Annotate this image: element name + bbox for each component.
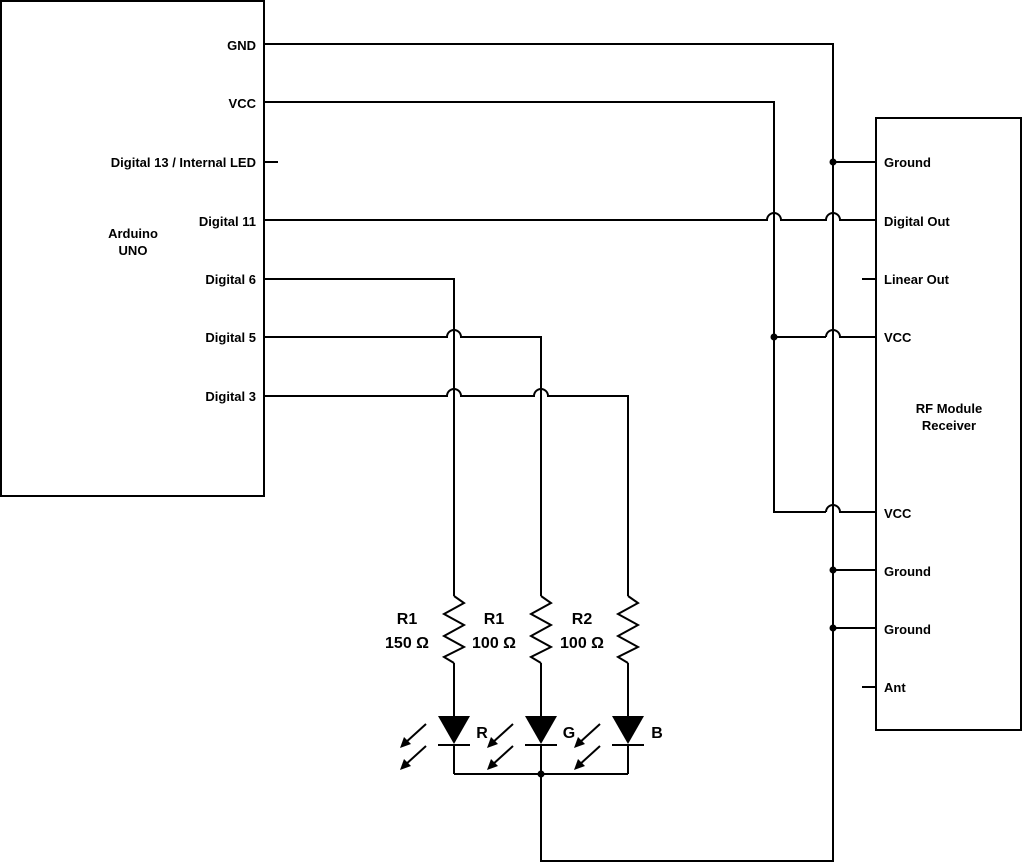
rf-pin-ground3: Ground xyxy=(884,622,931,637)
rf-pin-linear-out: Linear Out xyxy=(884,272,950,287)
led-label-b: B xyxy=(651,725,663,742)
arduino-pin-d3: Digital 3 xyxy=(205,389,256,404)
arduino-uno-box xyxy=(0,0,265,497)
rf-pin-vcc1: VCC xyxy=(884,330,912,345)
resistor-3-value: 100 Ω xyxy=(560,635,604,652)
arduino-pin-gnd: GND xyxy=(227,38,256,53)
wire-d11 xyxy=(264,212,876,221)
resistor-2-value: 100 Ω xyxy=(472,635,516,652)
rf-pin-ant: Ant xyxy=(884,680,906,695)
led-label-g: G xyxy=(563,725,575,742)
arduino-pin-d11: Digital 11 xyxy=(199,214,256,229)
arduino-name-line2: UNO xyxy=(119,243,148,258)
resistor-r1-100 xyxy=(528,595,554,664)
junction-ground3 xyxy=(829,624,837,632)
resistor-r2-100 xyxy=(615,595,641,664)
wire-d3 xyxy=(264,388,629,596)
wire-d5 xyxy=(264,329,542,596)
rf-pin-ground1: Ground xyxy=(884,155,931,170)
resistor-1-name: R1 xyxy=(397,611,418,628)
rf-pin-digital-out: Digital Out xyxy=(884,214,950,229)
led-green xyxy=(487,716,557,774)
wire-d6 xyxy=(264,278,455,596)
led-red xyxy=(400,716,470,774)
junction-led-common xyxy=(537,770,545,778)
arduino-pin-d6: Digital 6 xyxy=(205,272,256,287)
arduino-name-line1: Arduino xyxy=(108,226,158,241)
arduino-pin-d13: Digital 13 / Internal LED xyxy=(111,155,256,170)
arduino-pin-d5: Digital 5 xyxy=(205,330,256,345)
resistor-r1-150 xyxy=(441,595,467,664)
junction-ground2 xyxy=(829,566,837,574)
wire-vcc2-hop xyxy=(825,504,876,513)
wire-vcc1-hop xyxy=(825,329,876,338)
rf-pin-ground2: Ground xyxy=(884,564,931,579)
resistor-3-name: R2 xyxy=(572,611,593,628)
wire-gnd xyxy=(264,43,834,862)
junction-ground1 xyxy=(829,158,837,166)
arduino-pin-vcc: VCC xyxy=(229,96,257,111)
wire-vcc xyxy=(264,101,826,513)
rf-module-box xyxy=(875,117,1022,731)
rf-pin-vcc2: VCC xyxy=(884,506,912,521)
junction-vcc1 xyxy=(770,333,778,341)
led-blue xyxy=(574,716,644,774)
led-label-r: R xyxy=(476,725,488,742)
rf-module-name-line2: Receiver xyxy=(922,418,976,433)
resistor-1-value: 150 Ω xyxy=(385,635,429,652)
resistor-2-name: R1 xyxy=(484,611,505,628)
rf-module-name-line1: RF Module xyxy=(916,401,982,416)
